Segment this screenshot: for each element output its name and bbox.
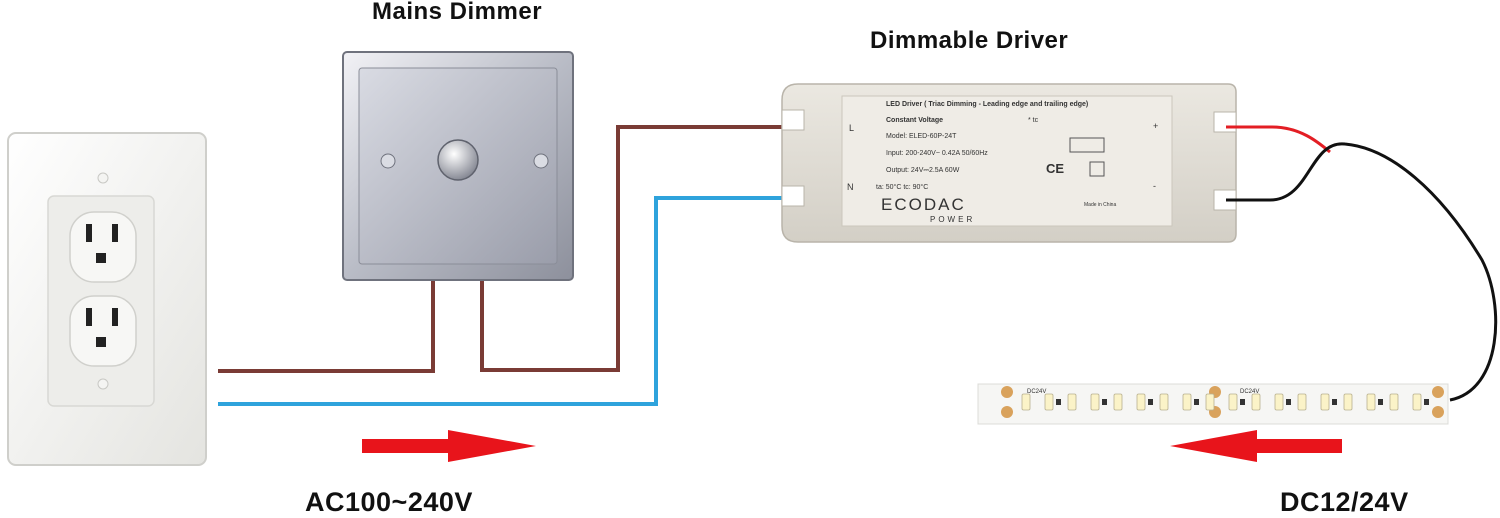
dc-direction-arrow [1170, 430, 1342, 462]
led-chip [1251, 393, 1261, 411]
resistor [1286, 399, 1291, 405]
led-chip [1182, 393, 1192, 411]
terminal-l: L [849, 123, 854, 133]
mains-dimmer [342, 51, 574, 281]
wall-outlet [7, 132, 207, 466]
led-chip [1228, 393, 1238, 411]
resistor [1148, 399, 1153, 405]
mains-wires [218, 125, 790, 406]
terminal-plus: + [1153, 121, 1158, 131]
led-chip [1297, 393, 1307, 411]
driver-label-line1: LED Driver ( Triac Dimming - Leading edg… [886, 101, 1088, 108]
led-chip [1274, 393, 1284, 411]
driver-label-line6: ta: 50°C tc: 90°C [876, 183, 928, 191]
driver-made-in: Made in China [1084, 202, 1116, 208]
led-chip [1205, 393, 1215, 411]
solder-pad [1432, 406, 1444, 418]
led-chip [1044, 393, 1054, 411]
led-chip [1389, 393, 1399, 411]
ac-voltage-label: AC100~240V [305, 487, 473, 517]
dc-negative-wire [1226, 142, 1498, 402]
dimmable-driver: LED Driver ( Triac Dimming - Leading edg… [781, 83, 1237, 243]
strip-label-1: DC24V [1027, 389, 1046, 395]
dc-wires [1226, 125, 1498, 402]
solder-pad [1001, 406, 1013, 418]
resistor [1194, 399, 1199, 405]
strip-label-2: DC24V [1240, 389, 1259, 395]
terminal-minus: - [1153, 181, 1156, 191]
led-chip [1159, 393, 1169, 411]
led-chip [1343, 393, 1353, 411]
driver-ce-mark: CE [1046, 161, 1064, 176]
led-strip: DC24V DC24V [977, 383, 1449, 425]
driver-label-line5: Output: 24V⎓2.5A 60W [886, 167, 960, 174]
led-chip [1021, 393, 1031, 411]
terminal-n: N [847, 182, 854, 192]
resistor [1424, 399, 1429, 405]
led-chip [1412, 393, 1422, 411]
dc-voltage-label: DC12/24V [1280, 487, 1409, 517]
live-wire-out [480, 125, 790, 372]
dimmer-knob [437, 139, 479, 181]
neutral-wire [218, 196, 790, 406]
driver-tc-mark: * tc [1028, 117, 1039, 124]
driver-label-line2: Constant Voltage [886, 117, 943, 124]
certification-icons [1069, 137, 1105, 153]
dc-positive-wire [1226, 125, 1331, 154]
solder-pad [1432, 386, 1444, 398]
driver-label-line3: Model: ELED-60P-24T [886, 133, 957, 140]
led-chip [1136, 393, 1146, 411]
dimmable-driver-title: Dimmable Driver [870, 27, 1069, 54]
driver-brand-sub: POWER [930, 215, 975, 224]
led-chip [1090, 393, 1100, 411]
resistor [1378, 399, 1383, 405]
live-wire-in [218, 276, 435, 373]
led-chip [1067, 393, 1077, 411]
resistor [1332, 399, 1337, 405]
led-chip [1113, 393, 1123, 411]
led-chip [1320, 393, 1330, 411]
solder-pad [1001, 386, 1013, 398]
resistor [1240, 399, 1245, 405]
resistor [1102, 399, 1107, 405]
ac-direction-arrow [362, 430, 536, 462]
resistor [1056, 399, 1061, 405]
driver-label-line4: Input: 200-240V~ 0.42A 50/60Hz [886, 150, 988, 157]
mains-dimmer-title: Mains Dimmer [372, 0, 543, 25]
led-chip [1366, 393, 1376, 411]
driver-brand: ECODAC [881, 195, 966, 214]
